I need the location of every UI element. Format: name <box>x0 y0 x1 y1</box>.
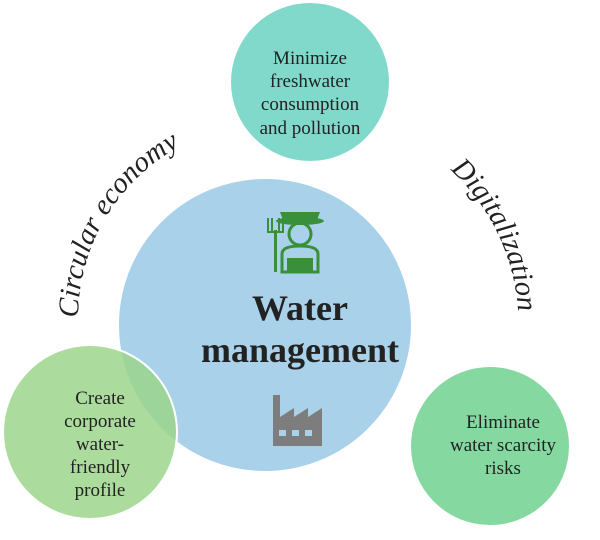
left-circle <box>2 344 178 520</box>
right-circle <box>409 365 571 527</box>
left-text-4: friendly <box>70 457 131 478</box>
center-circle <box>117 177 413 473</box>
left-text-2: corporate <box>64 411 136 432</box>
right-text-2: water scarcity <box>450 435 557 456</box>
digitalization-label: Digitalization <box>445 151 544 312</box>
left-text-3: water- <box>76 434 124 455</box>
top-text-3: consumption <box>261 94 360 115</box>
center-title-line1: Water <box>252 288 348 328</box>
farmer-icon <box>267 212 324 274</box>
center-title-line2: management <box>201 330 399 370</box>
factory-icon <box>273 395 322 446</box>
top-circle <box>229 1 391 163</box>
left-text-1: Create <box>75 388 125 409</box>
top-text-1: Minimize <box>273 48 347 69</box>
top-text-4: and pollution <box>260 118 361 139</box>
top-text-2: freshwater <box>270 71 351 92</box>
right-text-1: Eliminate <box>466 412 540 433</box>
left-text-5: profile <box>75 480 126 501</box>
right-text-3: risks <box>485 458 521 479</box>
